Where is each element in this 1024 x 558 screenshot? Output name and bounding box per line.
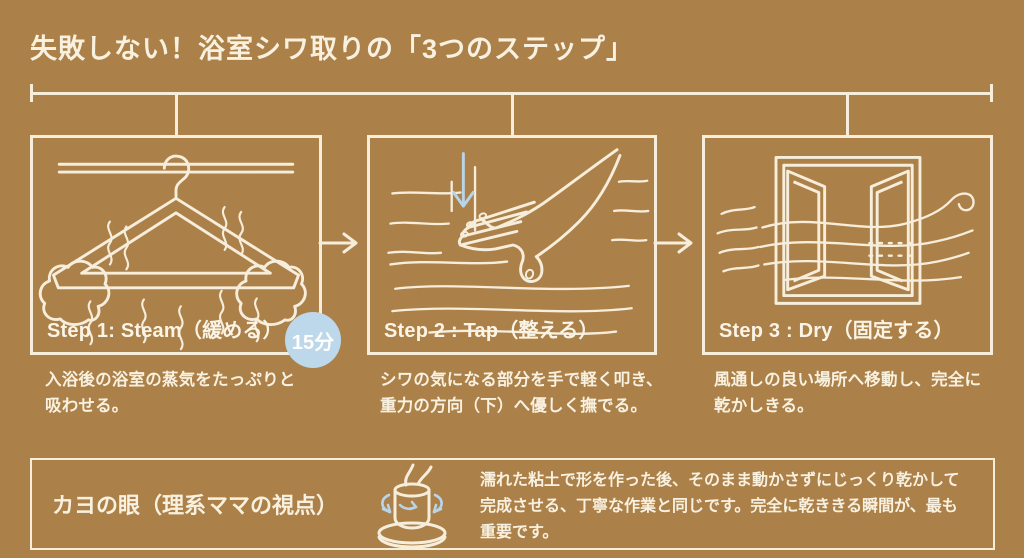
bracket-drop-line-1 (175, 93, 178, 135)
hand-tapping-fabric-icon (387, 148, 650, 335)
pottery-wheel-icon (377, 463, 447, 549)
step-1-label: Step 1: Steam（緩める） (47, 320, 283, 342)
flow-arrow-right-icon (318, 232, 358, 254)
step-3-description: 風通しの良い場所へ移動し、完全に乾かしきる。 (714, 371, 982, 416)
step-2-label: Step 2 : Tap（整える） (384, 320, 599, 342)
step-2-panel: Step 2 : Tap（整える） (367, 135, 657, 355)
step-3-label: Step 3 : Dry（固定する） (719, 320, 954, 342)
steaming-hanger-icon (38, 154, 307, 351)
step-3-panel: Step 3 : Dry（固定する） (702, 135, 993, 355)
page-title: 失敗しない！浴室シワ取りの「3つのステップ」 (30, 34, 635, 64)
expert-callout-text: 濡れた粘土で形を作った後、そのまま動かさずにじっくり乾かして完成させる、丁寧な作… (480, 472, 960, 541)
step-2-description: シワの気になる部分を手で軽く叩き、重力の方向（下）へ優しく撫でる。 (380, 371, 663, 416)
bracket-left-cap (30, 84, 33, 102)
flow-arrow-right-icon (653, 232, 693, 254)
step-1-panel: Step 1: Steam（緩める） 15分 (30, 135, 341, 368)
expert-callout-label: カヨの眼（理系ママの視点） (52, 493, 339, 518)
bracket-drop-line-3 (846, 93, 849, 135)
bracket-drop-line-2 (511, 93, 514, 135)
open-window-breeze-icon (716, 155, 975, 305)
expert-callout-box: カヨの眼（理系ママの視点） 濡れた粘土で形を作った後、そのまま動かさずにじっくり… (30, 458, 995, 550)
step-1-description: 入浴後の浴室の蒸気をたっぷりと吸わせる。 (45, 371, 296, 416)
duration-badge: 15分 (285, 312, 341, 368)
duration-badge-text: 15分 (291, 331, 335, 354)
bracket-right-cap (990, 84, 993, 102)
